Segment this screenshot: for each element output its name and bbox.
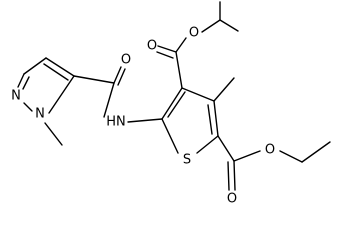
bond-ethyl-ester-c-o-double-2	[227, 161, 230, 191]
atom-labels: O O O N N HN S O O	[11, 26, 275, 207]
atom-n-pyrazole-1: N	[35, 107, 45, 122]
bond-amide-carbon-pyrazole	[73, 75, 115, 84]
atom-o-amide-carbonyl: O	[121, 53, 131, 68]
atom-s-thiophene: S	[183, 153, 191, 168]
bond-o-isopropyl-ch	[201, 19, 221, 33]
atom-nh-amide: HN	[106, 115, 126, 130]
molecule-diagram: O O O N N HN S O O	[11, 1, 331, 207]
bond-pyrazole-c5-c4-double	[43, 63, 69, 81]
bond-amide-c-o-double-2	[117, 68, 126, 86]
bond-n-methyl	[44, 122, 63, 146]
atom-n-pyrazole-2: N	[11, 89, 21, 104]
atom-o-isopropyl-carbonyl: O	[147, 39, 157, 54]
bond-ethyl-ester-c-o-double	[233, 160, 236, 191]
bond-thiophene-c5-s	[196, 135, 219, 154]
bond-thiophene-c2-c3-double	[167, 91, 186, 118]
bond-methyl	[213, 77, 235, 102]
bond-thiophene-c4-c5	[213, 100, 219, 137]
bond-nh-amide-carbon	[103, 82, 115, 118]
bond-thiophene-c3-c4	[181, 87, 215, 102]
bond-thiophene-c2-c3	[161, 87, 183, 120]
bond-pyrazole-c4-c3	[23, 57, 47, 75]
atom-o-ethyl-carbonyl: O	[227, 192, 237, 207]
bond-thiophene-s-c2	[161, 118, 179, 154]
bond-pyrazole-c3-n2	[17, 73, 25, 88]
atom-o-isopropyl-ester: O	[189, 26, 199, 41]
bond-ethyl-ester-c-o-single	[233, 150, 261, 162]
bond-pyrazole-n2-n1	[23, 102, 33, 112]
bonds	[17, 1, 331, 191]
bond-ester-c-o-double	[157, 45, 177, 53]
structure-drawing: O O O N N HN S O O	[11, 1, 331, 207]
atom-o-ethyl-ester: O	[265, 143, 275, 158]
bond-c5-ester-carbon	[217, 135, 235, 162]
bond-c3-ester-carbon	[175, 51, 183, 89]
bond-pyrazole-c3-n2-double	[22, 76, 30, 90]
bond-amide-c-o-double	[113, 66, 122, 84]
bond-ester-c-o-double-2	[156, 51, 174, 59]
bond-ester-c-o-single	[175, 37, 187, 53]
bond-isopropyl-ch-ch3-a	[219, 19, 239, 32]
bond-pyrazole-c5-c4	[45, 57, 75, 77]
bond-ethyl-ch2-ch3	[301, 141, 331, 163]
bond-c2-nh	[127, 118, 163, 123]
bond-pyrazole-n1-c5	[48, 75, 75, 114]
bond-o-ethyl-ch2	[279, 150, 303, 163]
bond-thiophene-c4-c5-double	[207, 104, 213, 135]
